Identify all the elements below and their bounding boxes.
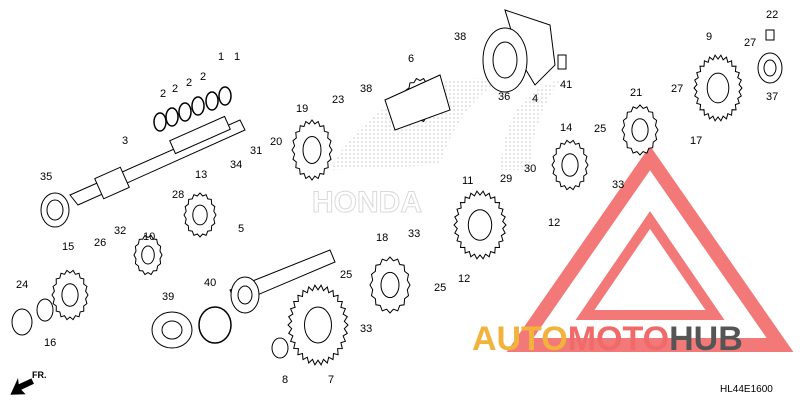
gear-part-10 bbox=[133, 234, 163, 276]
callout-number: 1 bbox=[218, 51, 224, 63]
callout-number: 27 bbox=[744, 37, 756, 49]
callout-number: 1 bbox=[234, 51, 240, 63]
callout-number: 24 bbox=[16, 279, 28, 291]
front-direction-label: FR. bbox=[32, 370, 47, 380]
gear-part-9 bbox=[693, 54, 743, 122]
callout-number: 5 bbox=[238, 223, 244, 235]
callout-number: 29 bbox=[500, 173, 512, 185]
callout-number: 8 bbox=[282, 374, 288, 386]
bushing-part-8 bbox=[271, 337, 289, 359]
callout-number: 16 bbox=[44, 337, 56, 349]
callout-number: 22 bbox=[766, 9, 778, 21]
callout-number: 27 bbox=[671, 83, 683, 95]
gear-part-18 bbox=[369, 256, 411, 314]
callout-number: 13 bbox=[195, 169, 207, 181]
callout-number: 32 bbox=[114, 225, 126, 237]
callout-number: 21 bbox=[630, 87, 642, 99]
callout-number: 2 bbox=[160, 88, 166, 100]
rings-part-1-2 bbox=[153, 86, 232, 132]
bolt-part-41 bbox=[557, 54, 567, 70]
washers-part-24-16 bbox=[11, 298, 54, 336]
callout-number: 30 bbox=[524, 163, 536, 175]
callout-number: 3 bbox=[122, 135, 128, 147]
gear-part-11 bbox=[453, 190, 507, 260]
callout-number: 19 bbox=[296, 103, 308, 115]
brand-watermark: AUTOMOTOHUB bbox=[472, 320, 743, 358]
callout-number: 33 bbox=[612, 179, 624, 191]
brand-text-auto: AUTO bbox=[472, 320, 568, 358]
callout-number: 33 bbox=[360, 323, 372, 335]
gear-part-19 bbox=[291, 119, 333, 181]
gear-part-14 bbox=[551, 139, 589, 191]
brand-text-hub: HUB bbox=[669, 320, 743, 358]
callout-number: 23 bbox=[332, 94, 344, 106]
callout-number: 11 bbox=[462, 175, 473, 187]
callout-number: 6 bbox=[408, 53, 414, 65]
callout-number: 25 bbox=[340, 269, 352, 281]
callout-number: 18 bbox=[376, 232, 388, 244]
bearing-part-35 bbox=[40, 192, 70, 228]
callout-number: 37 bbox=[766, 91, 778, 103]
callout-number: 36 bbox=[498, 91, 510, 103]
callout-number: 39 bbox=[162, 291, 174, 303]
callout-number: 15 bbox=[62, 241, 74, 253]
brand-text-moto: MOTO bbox=[568, 320, 669, 358]
callout-number: 7 bbox=[328, 374, 334, 386]
honda-logo-text: HONDA bbox=[312, 186, 422, 219]
callout-number: 10 bbox=[143, 231, 155, 243]
callout-number: 2 bbox=[200, 71, 206, 83]
callout-number: 34 bbox=[230, 159, 242, 171]
bearing-part-36 bbox=[482, 27, 528, 93]
callout-number: 20 bbox=[270, 136, 282, 148]
callout-number: 33 bbox=[408, 228, 420, 240]
callout-number: 9 bbox=[706, 31, 712, 43]
gears bbox=[51, 54, 743, 366]
front-direction-arrow-icon: FR. bbox=[10, 370, 47, 395]
gear-part-15 bbox=[51, 269, 89, 321]
callout-number: 14 bbox=[560, 122, 572, 134]
gear-part-21 bbox=[621, 104, 659, 156]
watermark-triangle-icon bbox=[506, 145, 794, 352]
callout-number: 26 bbox=[94, 237, 106, 249]
gear-part-13 bbox=[183, 192, 217, 238]
circlip-part-40 bbox=[198, 306, 232, 344]
washer-part-39 bbox=[151, 311, 193, 349]
callout-number: 17 bbox=[690, 135, 702, 147]
callout-number: 35 bbox=[40, 171, 52, 183]
gear-part-7 bbox=[287, 284, 349, 366]
countershaft-part-5 bbox=[229, 249, 336, 314]
callout-number: 25 bbox=[594, 123, 606, 135]
svg-text:AUTOMOTOHUB: AUTOMOTOHUB bbox=[472, 320, 743, 358]
callout-number: 28 bbox=[172, 189, 184, 201]
callout-number: 12 bbox=[458, 273, 470, 285]
callout-number: 40 bbox=[204, 277, 216, 289]
callout-number: 31 bbox=[250, 145, 262, 157]
honda-wing-logo: HONDA bbox=[312, 78, 560, 220]
callout-number: 2 bbox=[172, 83, 178, 95]
diagram-code: HL44E1600 bbox=[720, 384, 773, 395]
callout-number: 4 bbox=[532, 93, 538, 105]
callout-number: 38 bbox=[454, 31, 466, 43]
callout-number: 41 bbox=[560, 79, 572, 91]
callout-number: 38 bbox=[360, 83, 372, 95]
callout-number: 2 bbox=[186, 77, 192, 89]
parts-22-37 bbox=[757, 29, 783, 84]
mainshaft-part-3 bbox=[69, 115, 246, 206]
shaft-assembly-part-6 bbox=[384, 74, 451, 131]
callout-number: 12 bbox=[548, 217, 560, 229]
callout-number: 25 bbox=[434, 282, 446, 294]
